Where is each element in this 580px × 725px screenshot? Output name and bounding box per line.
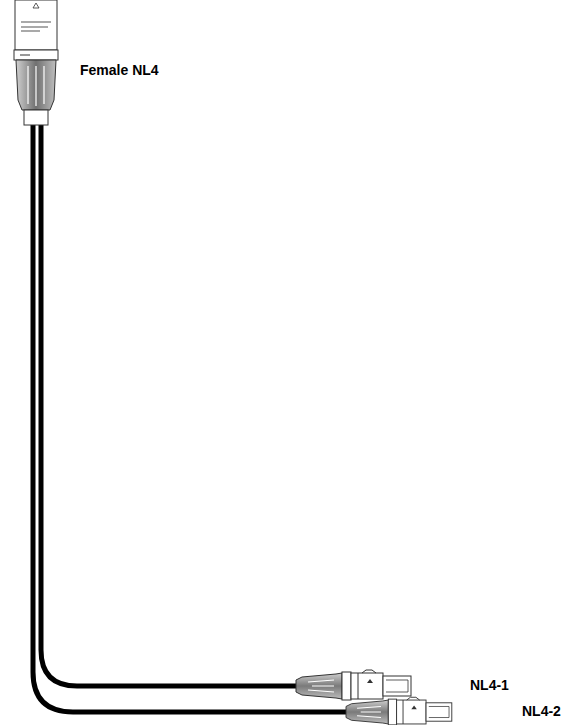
nl4-1-connector — [296, 670, 411, 700]
connector-label: NL4-2 — [522, 703, 561, 720]
connector-label: NL4-1 — [470, 677, 509, 694]
connector-label: Female NL4 — [80, 62, 159, 79]
female-nl4-connector — [14, 0, 58, 125]
nl4-2-connector — [346, 697, 452, 725]
